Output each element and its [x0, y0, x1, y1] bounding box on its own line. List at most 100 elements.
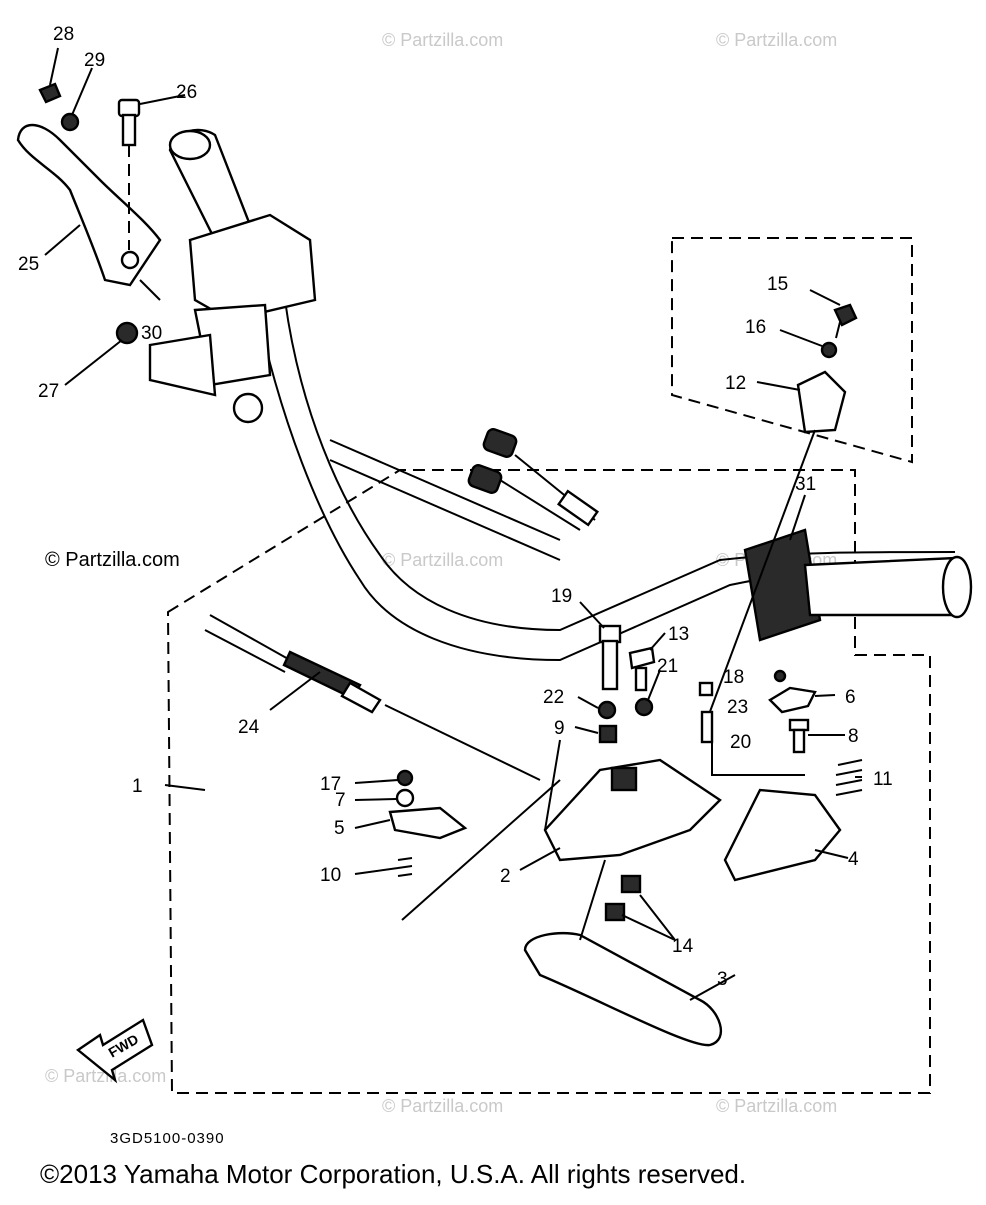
callout-16: 16: [745, 317, 766, 338]
copyright-notice: ©2013 Yamaha Motor Corporation, U.S.A. A…: [40, 1159, 746, 1189]
leader-20: [711, 740, 805, 776]
part-8-plunger: [788, 718, 810, 754]
leader-29: [71, 67, 93, 116]
watermark-bottom-left: © Partzilla.com: [45, 1066, 166, 1086]
part-28-bolt: [38, 82, 62, 104]
callout-19: 19: [551, 586, 572, 607]
part-10-spring: [397, 857, 413, 877]
watermark-top-right: © Partzilla.com: [716, 30, 837, 50]
leader-5: [354, 819, 391, 829]
leader-26: [139, 94, 186, 105]
leader-21: [647, 669, 661, 701]
leader-1: [164, 784, 206, 791]
callout-22: 22: [543, 687, 564, 708]
part-4-switch: [723, 788, 842, 882]
left-grip: [168, 128, 252, 242]
leader-7: [354, 798, 397, 801]
part-26-bolt: [117, 98, 141, 250]
callout-14: 14: [672, 936, 694, 957]
watermark-bottom-right: © Partzilla.com: [716, 1096, 837, 1116]
part-15-screw: [833, 303, 858, 339]
right-grip-switch: [743, 528, 973, 642]
leader-14: [621, 894, 676, 941]
callout-20: 20: [730, 732, 751, 753]
part-17-screw: [396, 769, 414, 787]
leader-3: [689, 974, 736, 1001]
part-2-lever-holder: [543, 739, 722, 862]
leader-25: [44, 224, 81, 256]
callout-23: 23: [727, 697, 748, 718]
part-27-nut: [115, 321, 139, 345]
part-11-spring: [835, 759, 863, 796]
diagram-code: 3GD5100-0390: [110, 1130, 225, 1147]
watermark-bottom-center: © Partzilla.com: [382, 1096, 503, 1116]
watermark-left-mid: © Partzilla.com: [45, 549, 180, 571]
part-21-washer: [634, 697, 654, 717]
part-14-nut-a: [620, 874, 642, 894]
part-13-shank: [634, 666, 648, 692]
callout-13: 13: [668, 624, 689, 645]
callout-27: 27: [38, 381, 59, 402]
watermark-top-center: © Partzilla.com: [382, 30, 503, 50]
leader-3b: [579, 859, 606, 941]
part-9-nut: [598, 724, 618, 744]
part-5-bracket: [388, 806, 468, 840]
assembly-12-boundary: [671, 237, 913, 464]
part-30-spring: [139, 279, 161, 301]
watermark-center-mid: © Partzilla.com: [382, 550, 503, 570]
leader-15: [809, 289, 841, 306]
part-14-nut-b: [604, 902, 626, 922]
leader-6: [814, 694, 836, 697]
callout-31: 31: [795, 474, 816, 495]
leader-17: [354, 779, 399, 784]
part-20-pin: [700, 710, 714, 744]
callout-10: 10: [320, 865, 341, 886]
callout-17: 17: [320, 774, 341, 795]
leader-2: [519, 847, 561, 871]
callout-3: 3: [717, 969, 728, 990]
callout-28: 28: [53, 24, 74, 45]
leader-27: [64, 339, 123, 386]
callout-25: 25: [18, 254, 39, 275]
callout-18: 18: [723, 667, 744, 688]
part-29-washer: [60, 112, 80, 132]
part-6-plate: [768, 686, 817, 714]
leader-4: [814, 849, 849, 859]
callout-4: 4: [848, 849, 859, 870]
leader-12: [704, 429, 816, 726]
part-18-screw: [773, 669, 787, 683]
callout-21: 21: [657, 656, 678, 677]
callout-29: 29: [84, 50, 105, 71]
part-24-cable: [204, 614, 541, 781]
part-7-washer: [395, 788, 415, 808]
leader-13: [649, 632, 666, 651]
callout-26: 26: [176, 82, 197, 103]
part-25-lever: [16, 123, 162, 287]
callout-1: 1: [132, 776, 143, 797]
callout-11: 11: [873, 769, 893, 790]
callout-5: 5: [334, 818, 345, 839]
part-13-pin: [628, 646, 656, 670]
callout-30: 30: [141, 323, 162, 344]
part-19-bolt: [598, 624, 622, 691]
leader-24: [269, 671, 321, 711]
leader-19: [579, 601, 605, 629]
callout-2: 2: [500, 866, 511, 887]
leader-10-2: [401, 779, 561, 921]
callout-7: 7: [335, 790, 346, 811]
leader-16: [779, 329, 823, 347]
part-23-cap: [698, 681, 714, 697]
leader-12b: [756, 381, 801, 391]
fwd-direction-arrow: FWD: [75, 1018, 154, 1084]
left-switch-housing: [148, 213, 317, 424]
callout-6: 6: [845, 687, 856, 708]
wire-harness: [467, 428, 600, 531]
part-3-lever: [523, 931, 722, 1047]
leader-10: [354, 867, 399, 875]
leader-28: [49, 47, 59, 86]
part-12-clamp: [796, 370, 847, 434]
callout-9: 9: [554, 718, 565, 739]
callout-15: 15: [767, 274, 788, 295]
